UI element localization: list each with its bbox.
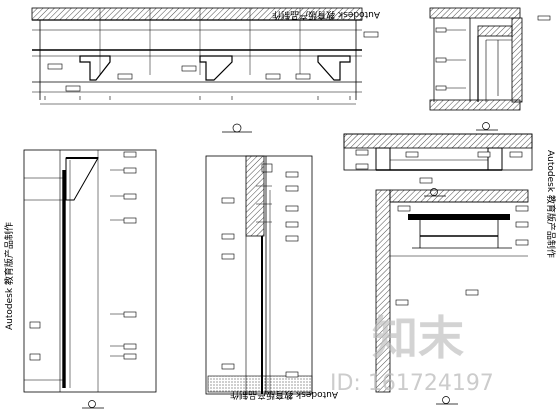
- left-elevation-view: [23, 149, 157, 409]
- middle-section-view: [205, 155, 313, 395]
- bottom-right-section-view: [375, 189, 529, 405]
- watermark-brand-middle: Autodesk 教育版产品制作: [230, 389, 338, 401]
- watermark-logo: 知末: [372, 311, 464, 365]
- watermark-id: ID: 161724197: [330, 371, 494, 396]
- mid-right-section-view: [343, 133, 533, 197]
- watermark-brand-top: Autodesk 教育版产品制作: [272, 9, 380, 21]
- watermark-brand-left: Autodesk 教育版产品制作: [3, 222, 15, 330]
- top-section-view: [31, 7, 379, 133]
- watermark-brand-right: Autodesk 教育版产品制作: [545, 150, 557, 258]
- top-right-section-view: [429, 7, 551, 131]
